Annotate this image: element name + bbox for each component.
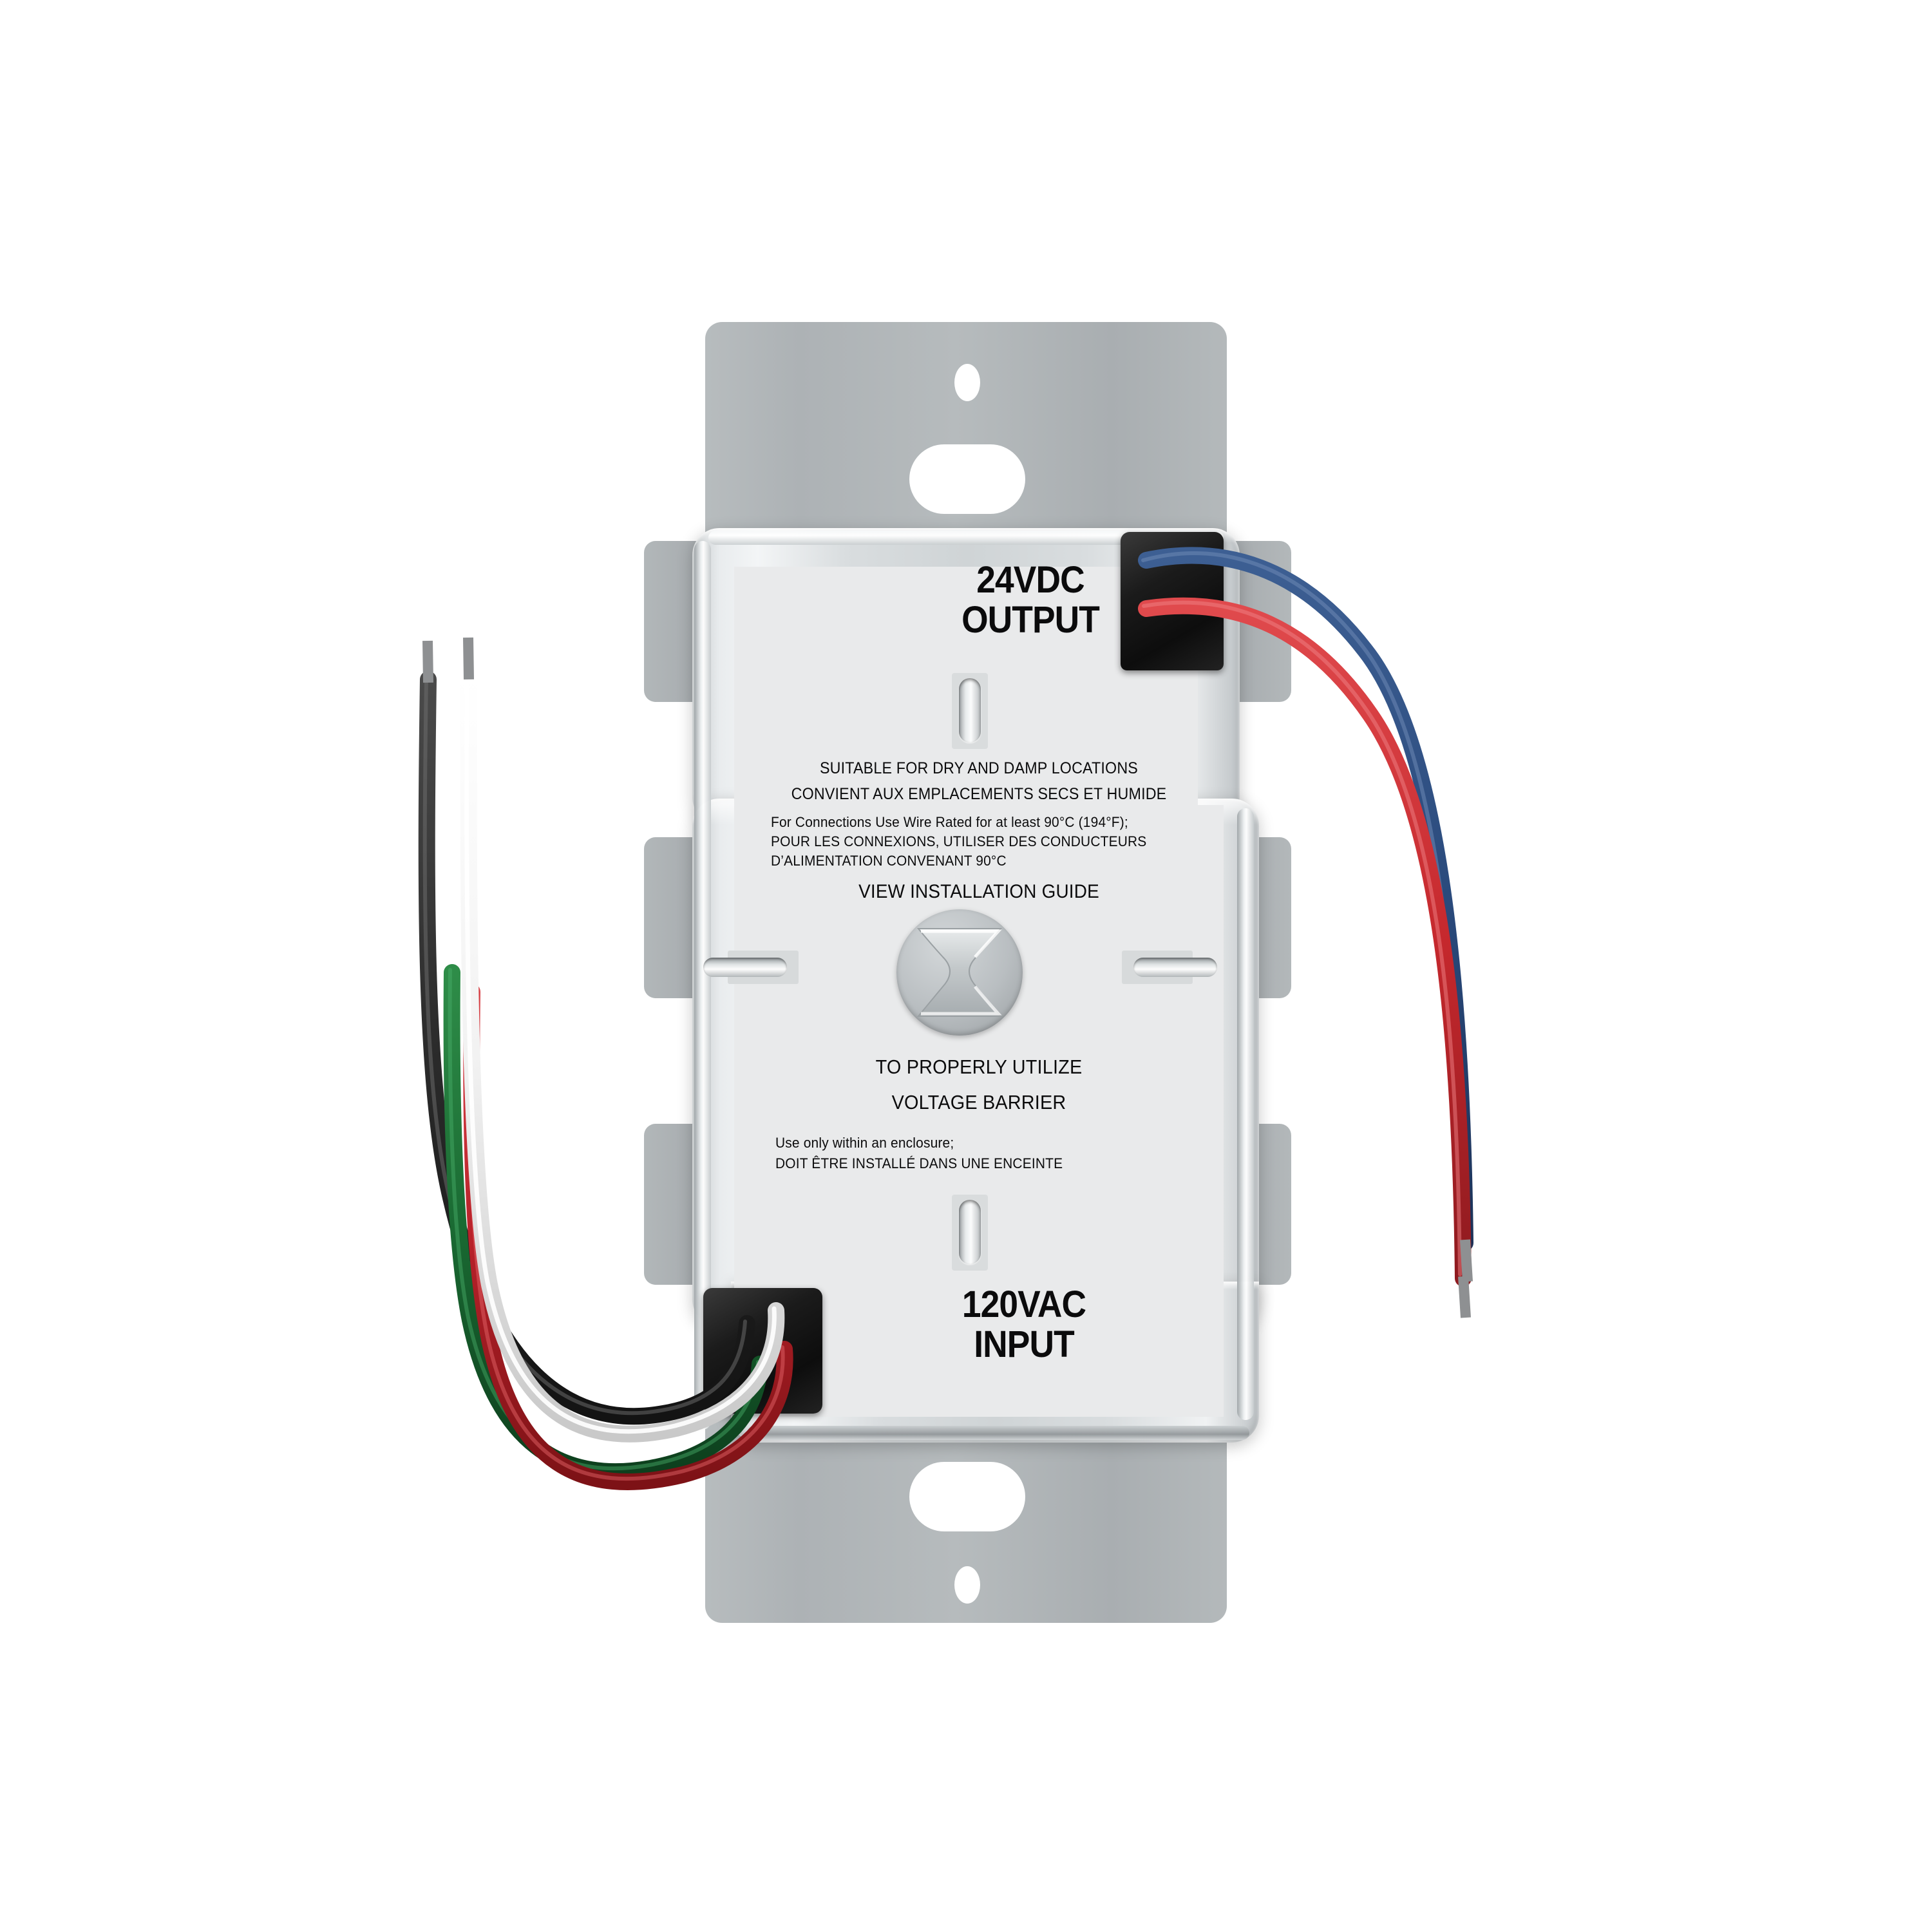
mount-slot-top-oval [909,444,1025,514]
upper-vent-slot [959,678,981,743]
output-voltage-label-line2: OUTPUT [961,599,1100,641]
input-voltage-label-line1: 120VAC [961,1283,1086,1325]
wire-rating-fr-line1: POUR LES CONNEXIONS, UTILISER DES CONDUC… [771,833,1147,849]
mount-hole-bottom-round [954,1566,980,1604]
voltage-barrier-knob[interactable] [896,909,1023,1036]
input-voltage-label-line2: INPUT [974,1323,1074,1365]
white-wire-copper-tip [463,637,474,680]
input-strain-relief-grommet [703,1288,822,1414]
output-strain-relief-grommet [1121,532,1224,670]
label-plate-bottom [770,1301,1224,1417]
enclosure-note-en: Use only within an enclosure; [775,1135,954,1151]
installation-guide-text[interactable]: VIEW INSTALLATION GUIDE [858,881,1099,902]
location-rating-en: SUITABLE FOR DRY AND DAMP LOCATIONS [819,759,1139,777]
blue-wire-copper-tip [1460,1239,1473,1282]
red-wire-copper-tip [1458,1276,1471,1318]
barrier-text-line1: TO PROPERLY UTILIZE [875,1056,1083,1078]
barrier-text-line2: VOLTAGE BARRIER [891,1091,1066,1113]
body-bevel-bottom [747,1426,1249,1440]
output-voltage-label-line1: 24VDC [976,559,1084,601]
left-side-latch-tab [703,958,787,977]
lower-vent-slot [959,1200,981,1264]
mount-hole-top-round [954,364,980,401]
ground-screw [752,1359,769,1376]
wire-rating-fr-line2: D’ALIMENTATION CONVENANT 90°C [771,853,1007,869]
mount-slot-bottom-oval [909,1462,1025,1531]
location-rating-fr: CONVIENT AUX EMPLACEMENTS SECS ET HUMIDE [791,785,1167,803]
body-bevel-top [708,531,1224,545]
enclosure-note-fr: DOIT ÊTRE INSTALLÉ DANS UNE ENCEINTE [775,1155,1063,1171]
body-bevel-right [1237,808,1254,1420]
knob-slot-icon [916,928,1003,1017]
right-side-latch-tab [1133,958,1217,977]
wire-rating-en: For Connections Use Wire Rated for at le… [771,814,1128,830]
